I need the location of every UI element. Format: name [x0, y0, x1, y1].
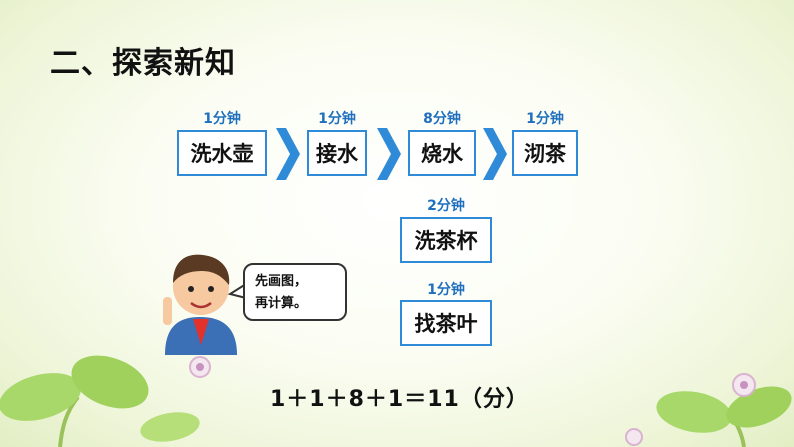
speech-bubble: 先画图， 再计算。	[243, 263, 347, 321]
arrow-right-icon	[483, 128, 507, 180]
step-time-4: 1分钟	[526, 111, 564, 127]
bubble-line-2: 再计算。	[255, 296, 308, 311]
step-box-boil-water: 烧水	[408, 130, 476, 176]
step-box-wash-cups: 洗茶杯	[400, 217, 492, 263]
step-time-5: 2分钟	[427, 198, 465, 214]
sprout-right-decoration	[625, 373, 792, 447]
arrow-right-icon	[276, 128, 300, 180]
sprout-left-decoration	[0, 355, 211, 447]
step-box-fetch-water: 接水	[307, 130, 367, 176]
step-time-2: 1分钟	[318, 111, 356, 127]
step-time-3: 8分钟	[423, 111, 461, 127]
step-box-wash-kettle: 洗水壶	[177, 130, 267, 176]
step-time-1: 1分钟	[203, 111, 241, 127]
page-title: 二、探索新知	[50, 46, 236, 81]
step-time-6: 1分钟	[427, 282, 465, 298]
bubble-tail	[228, 283, 247, 299]
formula-text: 1＋1＋8＋1＝11（分）	[270, 387, 529, 412]
step-box-find-tea: 找茶叶	[400, 300, 492, 346]
bubble-line-1: 先画图，	[255, 274, 308, 289]
step-box-make-tea: 沏茶	[512, 130, 578, 176]
arrow-right-icon	[377, 128, 401, 180]
boy-illustration	[163, 254, 237, 355]
